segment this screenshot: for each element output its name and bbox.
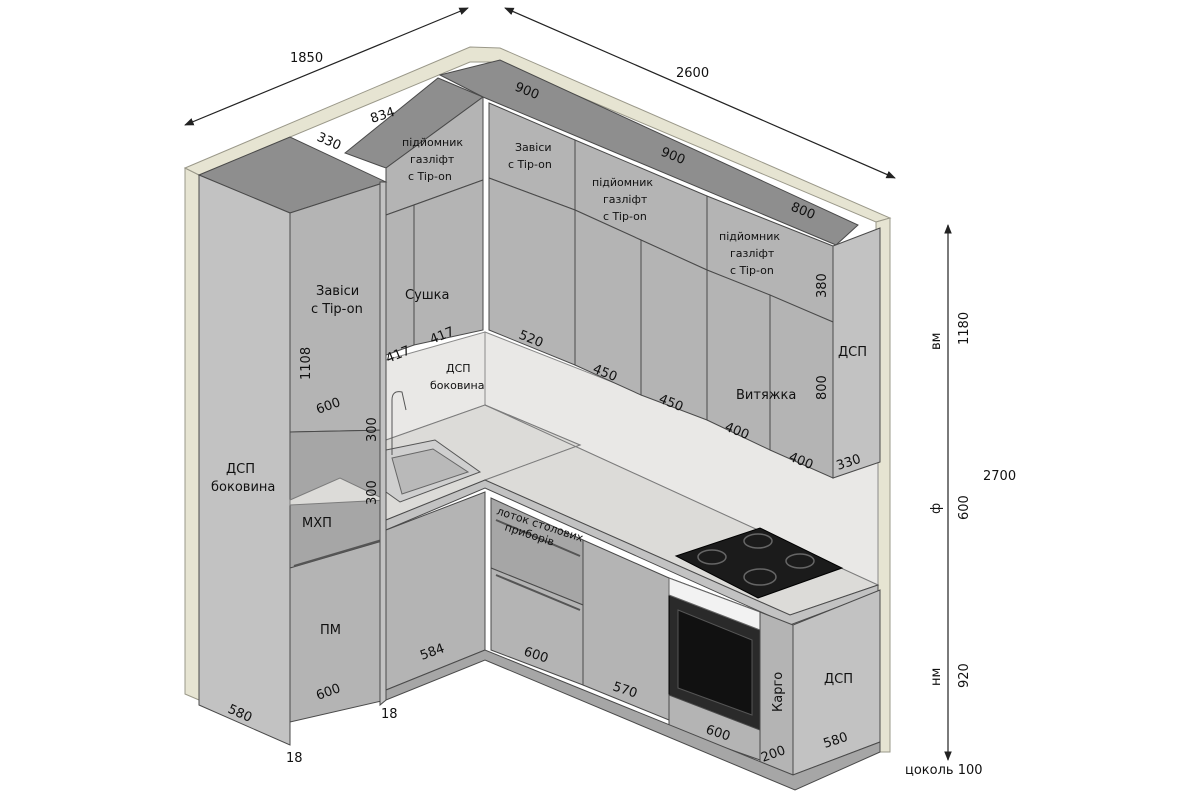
tall-thickness-bottom: 18	[286, 751, 303, 766]
base-cargo-label: Карго	[771, 672, 786, 712]
upper-end-panel	[832, 227, 881, 479]
tall-niche-label: МХП	[302, 516, 332, 531]
faucet-icon	[391, 391, 407, 455]
upper-height-800: 800	[815, 375, 830, 400]
base-end-depth: 580	[822, 730, 850, 752]
tall-hinges-2: с Tip-on	[311, 302, 363, 317]
hood-label: Витяжка	[736, 388, 796, 403]
overall-width-left: 1850	[290, 51, 323, 66]
upper-end-panel-label: ДСП	[838, 345, 867, 360]
tall-upper-height: 1108	[299, 347, 314, 380]
vertical-1180: 1180	[957, 312, 972, 345]
vertical-920: 920	[957, 663, 972, 688]
upper-lift-mid-3: с Tip-on	[603, 210, 647, 223]
upper-height-380: 380	[815, 273, 830, 298]
dim-left-width-arrow	[184, 7, 469, 126]
tall-right-panel	[379, 181, 387, 707]
vertical-600: 600	[957, 495, 972, 520]
sink-gap-lower: 300	[365, 480, 380, 505]
upper-lift-right-2: газліфт	[730, 247, 775, 260]
upper-left-side-1: ДСП	[446, 362, 471, 375]
base-end-panel-label: ДСП	[824, 672, 853, 687]
total-height: 2700	[983, 469, 1016, 484]
sink-gap-upper: 300	[365, 417, 380, 442]
plinth-label: цоколь 100	[905, 763, 983, 778]
upper-left-door-a	[385, 204, 415, 356]
vertical-tag-nm: нм	[929, 668, 944, 686]
plinth	[385, 649, 881, 791]
tall-hinges-1: Завіси	[316, 284, 359, 299]
base-oven-width: 600	[704, 723, 732, 745]
tall-side-label-2: боковина	[211, 480, 275, 495]
upper-end-depth: 330	[835, 452, 863, 474]
base-drawer-width: 600	[522, 645, 550, 667]
left-wall-edge	[184, 167, 200, 701]
upper-lift-mid-2: газліфт	[603, 193, 648, 206]
upper-lift-right-1: підйомник	[719, 230, 780, 243]
base-door-width: 570	[611, 680, 639, 702]
overall-width-right: 2600	[676, 66, 709, 81]
upper-left-side-2: боковина	[430, 379, 484, 392]
upper-left-door-b	[413, 179, 484, 346]
sink-bowl	[391, 448, 470, 495]
upper-door-450-b	[640, 239, 708, 421]
upper-left-lift-1: підйомник	[402, 136, 463, 149]
tall-lower-label: ПМ	[320, 623, 341, 638]
upper-lift-mid-1: підйомник	[592, 176, 653, 189]
upper-left-lift-2: газліфт	[410, 153, 455, 166]
tall-thickness-right: 18	[381, 707, 398, 722]
upper-left-top-width: 834	[369, 105, 397, 127]
tall-side-label-1: ДСП	[226, 462, 255, 477]
oven-window	[677, 609, 753, 716]
upper-left-dryer: Сушка	[405, 288, 449, 303]
hob-icon	[674, 527, 844, 599]
vertical-tag-vm: вм	[929, 333, 944, 350]
upper-hinges-2: с Tip-on	[508, 158, 552, 171]
tall-column-side	[198, 174, 291, 746]
dim-right-width-arrow	[504, 7, 896, 179]
upper-left-lift-3: с Tip-on	[408, 170, 452, 183]
vertical-tag-f: ф	[929, 503, 944, 514]
upper-hinges-1: Завіси	[515, 141, 552, 154]
upper-lift-right-3: с Tip-on	[730, 264, 774, 277]
